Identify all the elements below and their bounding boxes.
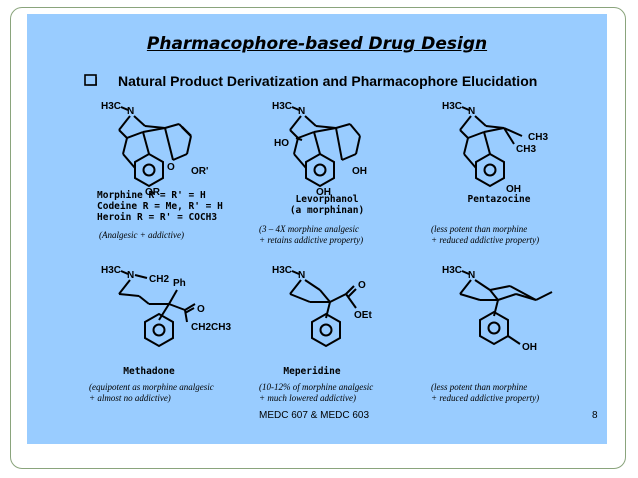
pentazocine-note: (less potent than morphine + reduced add… xyxy=(431,224,540,245)
slide: Pharmacophore-based Drug Design Natural … xyxy=(27,14,607,444)
methadone-label: Methadone xyxy=(123,366,175,377)
atom-nitrogen: N xyxy=(298,270,305,281)
meperidine-note: (10-12% of morphine analgesic + much low… xyxy=(259,382,374,403)
page-number: 8 xyxy=(592,410,598,421)
atom-methylene: CH2 xyxy=(149,274,169,285)
atom-methyl: H3C xyxy=(272,265,292,276)
atom-oxygen: O xyxy=(167,162,175,173)
pentazocine-structure: H3C N CH3 CH3 OH xyxy=(442,101,548,195)
phenylmorphan-note: (less potent than morphine + reduced add… xyxy=(431,382,540,403)
atom-methyl: H3C xyxy=(272,101,292,112)
atom-methyl-a: CH3 xyxy=(528,132,548,143)
atom-methyl: H3C xyxy=(442,101,462,112)
atom-or-prime: OR' xyxy=(191,166,208,177)
slide-subtitle: Natural Product Derivatization and Pharm… xyxy=(118,73,538,89)
morphine-note: (Analgesic + addictive) xyxy=(99,230,185,240)
atom-oxygen: O xyxy=(197,304,205,315)
meperidine-structure: H3C N O OEt xyxy=(272,265,372,348)
levorphanol-label: Levorphanol (a morphinan) xyxy=(289,194,365,216)
checkbox-bullet-icon xyxy=(84,74,97,86)
atom-nitrogen: N xyxy=(468,106,475,117)
atom-ethyl: CH2CH3 xyxy=(191,322,231,333)
atom-nitrogen: N xyxy=(127,270,134,281)
atom-nitrogen: N xyxy=(468,270,475,281)
atom-hydroxyl: OH xyxy=(506,184,521,195)
atom-nitrogen: N xyxy=(298,106,305,117)
atom-hydroxyl-left: HO xyxy=(274,138,289,149)
atom-or: OR xyxy=(145,187,161,198)
atom-hydroxyl-bottom: OH xyxy=(316,187,331,198)
atom-nitrogen: N xyxy=(127,106,134,117)
atom-methyl: H3C xyxy=(442,265,462,276)
atom-methyl: H3C xyxy=(101,101,121,112)
levorphanol-structure: H3C N HO OH OH xyxy=(272,101,367,198)
levorphanol-note: (3 – 4X morphine analgesic + retains add… xyxy=(259,224,364,245)
morphine-structure: H3C N O OR' OR xyxy=(101,101,208,198)
atom-phenyl: Ph xyxy=(173,278,186,289)
atom-hydroxyl: OH xyxy=(522,342,537,353)
atom-methyl: H3C xyxy=(101,265,121,276)
methadone-note: (equipotent as morphine analgesic + almo… xyxy=(89,382,214,403)
atom-oxygen: O xyxy=(358,280,366,291)
morphine-label: Morphine R = R' = H Codeine R = Me, R' =… xyxy=(97,190,223,223)
methadone-structure: H3C N CH2 Ph O CH2CH3 xyxy=(101,265,231,348)
atom-methyl-b: CH3 xyxy=(516,144,536,155)
atom-ethoxy: OEt xyxy=(354,310,372,321)
meperidine-label: Meperidine xyxy=(283,366,341,377)
slide-footer: MEDC 607 & MEDC 603 xyxy=(259,410,370,421)
pentazocine-label: Pentazocine xyxy=(467,194,531,205)
phenylmorphan-structure: H3C N OH xyxy=(442,265,553,353)
slide-title: Pharmacophore-based Drug Design xyxy=(146,34,488,54)
atom-hydroxyl-right: OH xyxy=(352,166,367,177)
